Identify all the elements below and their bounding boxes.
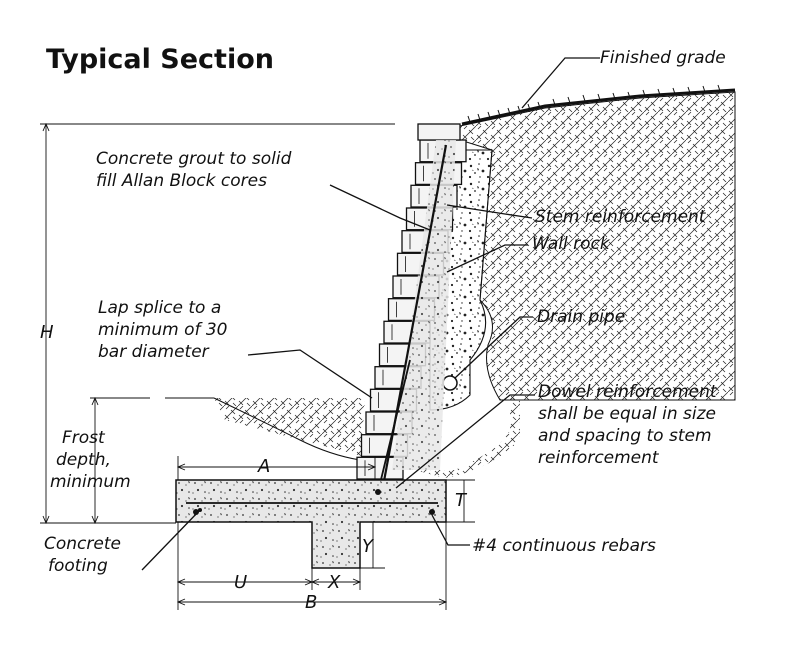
dim-x: X xyxy=(327,572,341,593)
rebar-dot xyxy=(375,489,381,495)
dim-t: T xyxy=(455,490,468,511)
dim-b: B xyxy=(305,592,317,613)
label-footing-line1: Concrete xyxy=(44,534,121,554)
label-lap-line3: bar diameter xyxy=(98,342,210,362)
label-dowel-line1: Dowel reinforcement xyxy=(538,382,718,402)
diagram-title: Typical Section xyxy=(46,44,274,75)
finished-grade-line xyxy=(461,88,736,126)
drain-pipe-icon xyxy=(442,375,458,391)
dim-y: Y xyxy=(362,536,375,557)
ux-arrows xyxy=(176,578,362,586)
label-dowel-line4: reinforcement xyxy=(538,448,660,468)
label-dowel-line2: shall be equal in size xyxy=(538,404,716,424)
label-drain-pipe: Drain pipe xyxy=(537,307,625,327)
embedment-soil xyxy=(214,398,520,478)
leader-lap-splice xyxy=(247,349,373,399)
h-arrows xyxy=(42,122,50,525)
leader-finished-grade xyxy=(521,57,600,109)
label-frost-line2: depth, xyxy=(56,450,111,470)
label-wall-rock: Wall rock xyxy=(532,234,611,254)
a-arrows xyxy=(176,463,377,471)
leader-rebars xyxy=(431,514,470,546)
label-dowel-line3: and spacing to stem xyxy=(538,426,712,446)
cap-unit xyxy=(417,123,461,141)
label-grout-line2: fill Allan Block cores xyxy=(96,171,267,191)
label-frost-line3: minimum xyxy=(50,472,131,492)
concrete-footing xyxy=(175,479,447,569)
t-extension-lines xyxy=(446,479,475,523)
ux-extension-lines xyxy=(177,522,361,610)
label-finished-grade: Finished grade xyxy=(600,48,726,68)
leader-drain-pipe xyxy=(454,316,533,379)
dim-h: H xyxy=(40,322,54,343)
leader-dowel xyxy=(395,394,535,489)
label-footing-line2: footing xyxy=(48,556,108,576)
b-arrows xyxy=(176,598,448,606)
grass-hatch xyxy=(467,84,721,123)
frost-arrows xyxy=(91,396,99,525)
label-frost-line1: Frost xyxy=(62,428,106,448)
leader-stem xyxy=(446,204,533,219)
grout-fill xyxy=(392,140,456,470)
leader-grout xyxy=(329,184,431,231)
leader-dot xyxy=(198,508,202,512)
dim-u: U xyxy=(234,572,247,593)
label-lap-line1: Lap splice to a xyxy=(98,298,221,318)
label-stem-reinforcement: Stem reinforcement xyxy=(535,207,707,227)
dim-a: A xyxy=(257,456,270,477)
leader-footing xyxy=(141,509,201,571)
retained-soil xyxy=(459,91,736,401)
excavation-line xyxy=(213,397,361,461)
rebar-dot xyxy=(429,509,435,515)
label-lap-line2: minimum of 30 xyxy=(98,320,228,340)
leader-wall-rock xyxy=(446,244,528,273)
label-rebars: #4 continuous rebars xyxy=(472,536,656,556)
label-grout-line1: Concrete grout to solid xyxy=(96,149,292,169)
a-extension-lines xyxy=(177,456,376,480)
